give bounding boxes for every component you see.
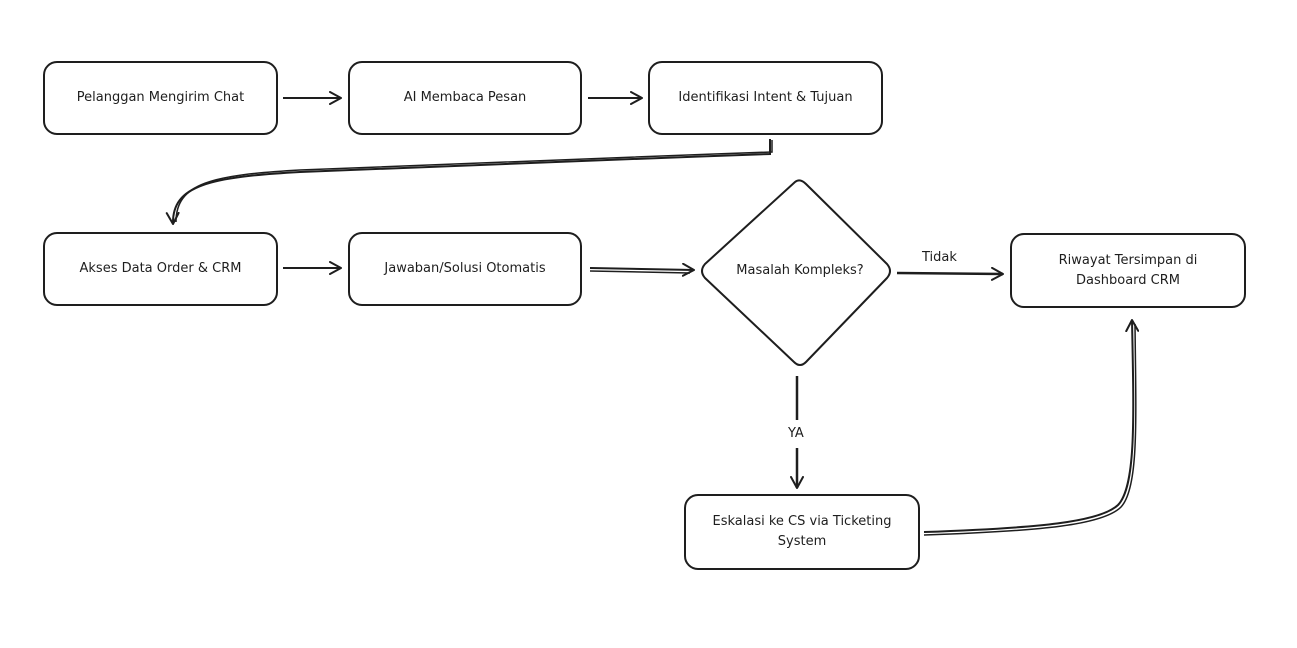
- arrow-intent-to-data-double: [175, 140, 773, 223]
- node-customer-sends-chat: Pelanggan Mengirim Chat: [43, 61, 278, 135]
- arrow-decision-to-history: [896, 266, 1004, 281]
- edge-label-no-text: Tidak: [922, 250, 957, 265]
- node-identify-intent: Identifikasi Intent & Tujuan: [648, 61, 883, 135]
- node-access-order-data-label: Akses Data Order & CRM: [79, 261, 242, 276]
- edge-label-yes-text: YA: [788, 426, 804, 441]
- node-customer-sends-chat-label: Pelanggan Mengirim Chat: [76, 90, 245, 105]
- node-history-saved-label: Riwayat Tersimpan di Dashboard CRM: [1058, 252, 1198, 288]
- node-escalate-to-cs: Eskalasi ke CS via Ticketing System: [684, 494, 920, 570]
- edge-label-yes: YA: [786, 425, 806, 443]
- node-ai-reads-message-label: AI Membaca Pesan: [403, 90, 527, 105]
- arrow-escalation-to-history: [923, 319, 1140, 533]
- node-access-order-data: Akses Data Order & CRM: [43, 232, 278, 306]
- arrow-escalation-to-history-double: [923, 323, 1137, 536]
- node-escalate-to-cs-label: Eskalasi ke CS via Ticketing System: [712, 514, 892, 549]
- node-history-saved: Riwayat Tersimpan di Dashboard CRM: [1010, 233, 1246, 308]
- decision-label: Masalah Kompleks?: [735, 246, 865, 296]
- arrow-answer-to-decision: [589, 262, 695, 277]
- node-ai-reads-message: AI Membaca Pesan: [348, 61, 582, 135]
- node-identify-intent-label: Identifikasi Intent & Tujuan: [678, 90, 853, 105]
- node-automatic-answer-label: Jawaban/Solusi Otomatis: [384, 261, 546, 276]
- node-automatic-answer: Jawaban/Solusi Otomatis: [348, 232, 582, 306]
- decision-label-text: Masalah Kompleks?: [736, 263, 864, 278]
- edge-label-no: Tidak: [920, 249, 959, 267]
- decision-diamond: [701, 179, 891, 366]
- arrow-answer-to-decision-double: [589, 270, 691, 274]
- arrow-intent-to-data: [165, 139, 771, 225]
